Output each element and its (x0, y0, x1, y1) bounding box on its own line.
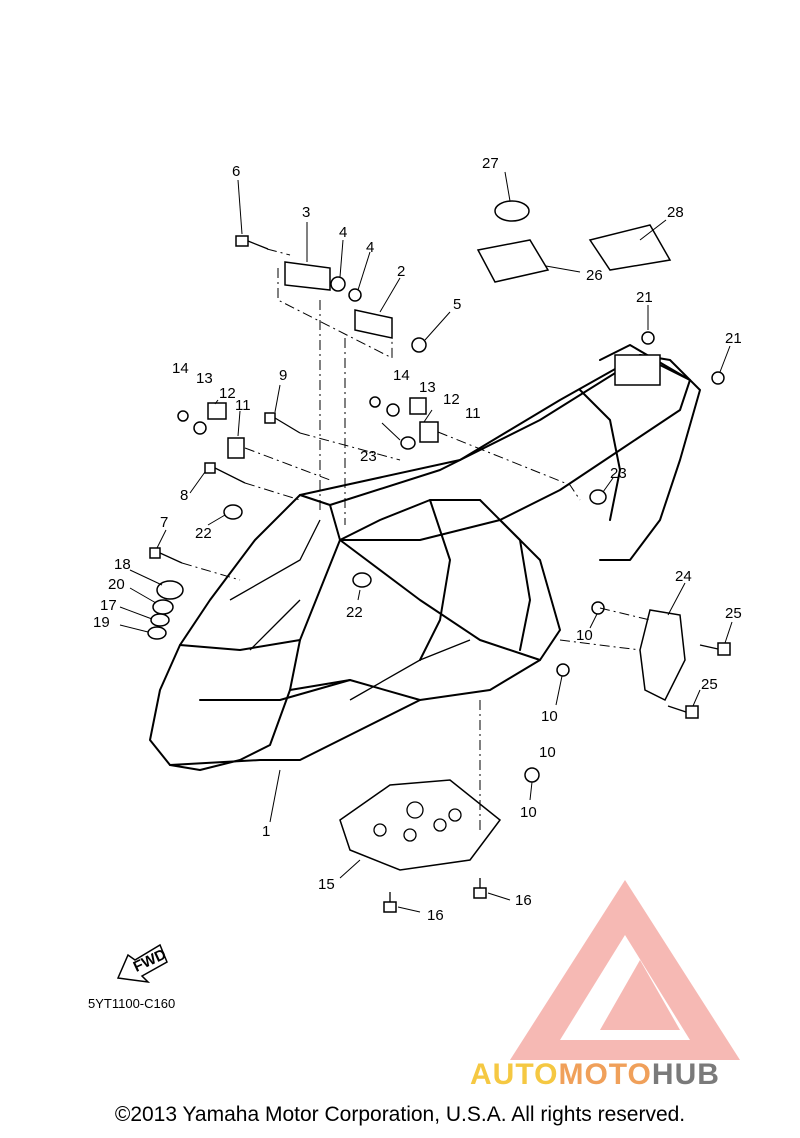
guide-lines (181, 248, 651, 830)
copyright-notice: ©2013 Yamaha Motor Corporation, U.S.A. A… (114, 1103, 686, 1126)
callout-23: 23 (610, 465, 627, 482)
atv-frame (149, 344, 701, 771)
callout-14: 14 (172, 360, 189, 377)
skid-plate (339, 779, 502, 871)
callout-25: 25 (725, 605, 742, 622)
callout-3: 3 (302, 204, 310, 221)
part-28 (588, 224, 672, 271)
watermark-part3: HUB (651, 1058, 720, 1091)
leader-lines (119, 171, 733, 913)
callout-27: 27 (482, 155, 499, 172)
callout-5: 5 (453, 296, 461, 313)
callout-12: 12 (219, 385, 236, 402)
callout-26: 26 (586, 267, 603, 284)
callout-16: 16 (515, 892, 532, 909)
callout-10: 10 (539, 744, 556, 761)
callout-28: 28 (667, 204, 684, 221)
callout-4: 4 (366, 239, 374, 256)
callout-10: 10 (541, 708, 558, 725)
watermark-part2: MOTO (558, 1058, 652, 1091)
callout-22: 22 (195, 525, 212, 542)
callout-9: 9 (279, 367, 287, 384)
bracket-24 (639, 609, 686, 702)
callout-7: 7 (160, 514, 168, 531)
callout-19: 19 (93, 614, 110, 631)
part-26 (476, 239, 550, 283)
callout-4: 4 (339, 224, 347, 241)
callout-21: 21 (725, 330, 742, 347)
callout-13: 13 (419, 379, 436, 396)
watermark-part1: AUTO (470, 1058, 559, 1091)
callout-8: 8 (180, 487, 188, 504)
callout-20: 20 (108, 576, 125, 593)
diagram-code: 5YT1100-C160 (88, 996, 176, 1011)
callout-1: 1 (262, 823, 270, 840)
callout-15: 15 (318, 876, 335, 893)
callout-10: 10 (576, 627, 593, 644)
callout-14: 14 (393, 367, 410, 384)
callout-23: 23 (360, 448, 377, 465)
callout-2: 2 (397, 263, 405, 280)
callout-21: 21 (636, 289, 653, 306)
callout-12: 12 (443, 391, 460, 408)
fwd-arrow-icon: FWD (116, 943, 169, 984)
watermark-brand: AUTOMOTOHUB (470, 1058, 720, 1092)
fasteners (147, 235, 731, 913)
callout-17: 17 (100, 597, 117, 614)
callout-13: 13 (196, 370, 213, 387)
callout-11: 11 (465, 405, 481, 422)
callout-25: 25 (701, 676, 718, 693)
callout-18: 18 (114, 556, 131, 573)
callout-24: 24 (675, 568, 692, 585)
callout-6: 6 (232, 163, 240, 180)
callout-10: 10 (520, 804, 537, 821)
callout-11: 11 (235, 397, 251, 414)
callout-22: 22 (346, 604, 363, 621)
callout-16: 16 (427, 907, 444, 924)
watermark-logo-icon (510, 880, 740, 1060)
part-27 (494, 200, 530, 222)
